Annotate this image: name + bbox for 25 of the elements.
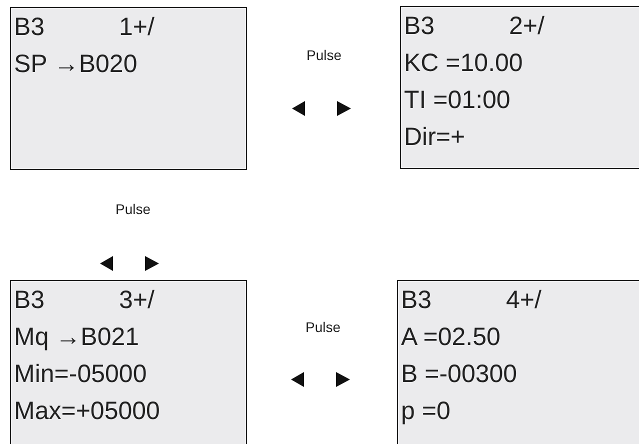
parameter-line: Mq →B021: [14, 322, 140, 352]
block-name: B3: [401, 285, 432, 315]
parameter-line: Dir=+: [404, 122, 466, 152]
lcd-display-screen: [400, 6, 639, 169]
parameter-line: SP →B020: [14, 49, 138, 79]
lcd-display-screen: [10, 7, 247, 170]
key-label: Pulse: [305, 319, 341, 335]
parameter-line: B =-00300: [401, 359, 518, 389]
parameter-line: TI =01:00: [404, 85, 510, 115]
screen-number: 2+/: [509, 11, 544, 41]
parameter-line: KC =10.00: [404, 48, 523, 78]
parameter-line: p =0: [401, 396, 450, 426]
parameter-line: Max=+05000: [14, 396, 160, 426]
screen-number: 3+/: [119, 285, 154, 315]
block-name: B3: [14, 12, 45, 42]
key-label: Pulse: [306, 47, 342, 63]
screen-number: 4+/: [506, 285, 542, 315]
key-label: Pulse: [115, 201, 151, 217]
parameter-line: A =02.50: [401, 322, 500, 352]
parameter-line: Min=-05000: [14, 359, 147, 389]
block-name: B3: [14, 285, 45, 315]
lcd-display-screen: [10, 280, 247, 444]
screen-number: 1+/: [119, 12, 154, 42]
lcd-display-screen: [397, 280, 639, 444]
block-name: B3: [404, 11, 435, 41]
